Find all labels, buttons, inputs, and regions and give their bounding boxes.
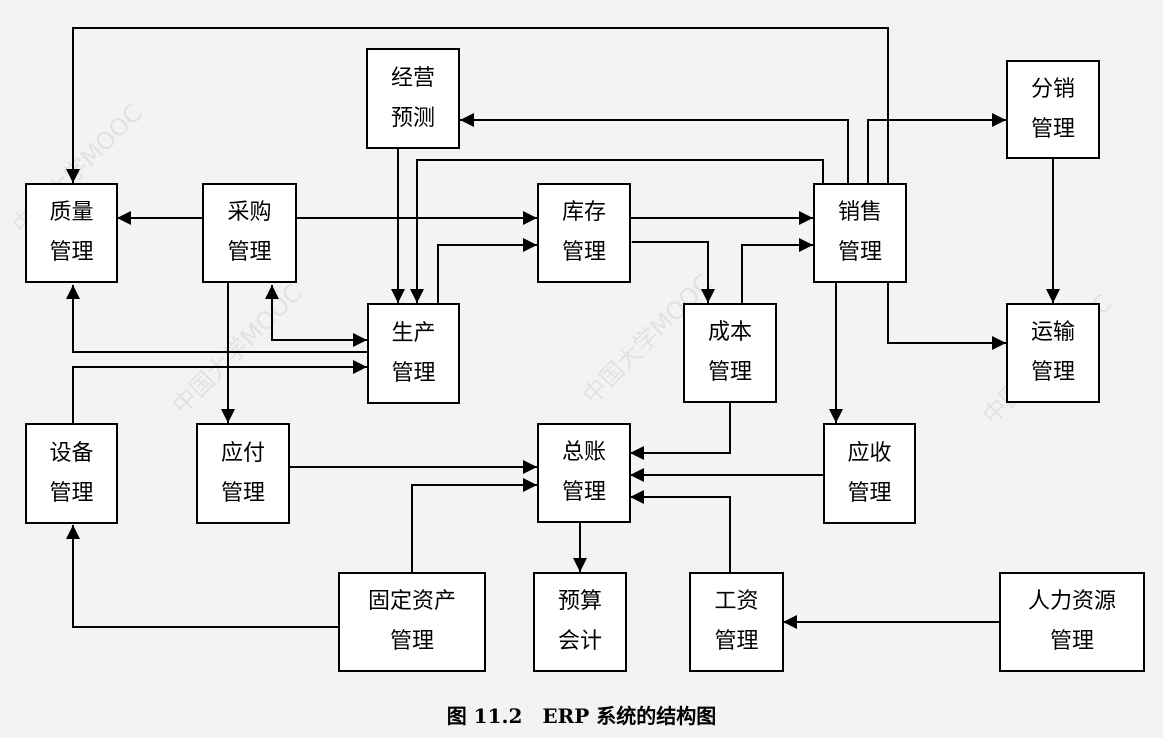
node-receivable: 应收管理 xyxy=(823,423,916,524)
figure-caption: 图 11.2 ERP 系统的结构图 xyxy=(446,704,717,728)
node-fixed-assets: 固定资产管理 xyxy=(338,572,486,672)
node-equipment: 设备管理 xyxy=(25,423,118,524)
edge-payroll-ledger xyxy=(630,490,731,572)
edge-sales-transport xyxy=(887,282,1006,350)
edge-sales-quality xyxy=(66,27,889,183)
node-production: 生产管理 xyxy=(367,303,460,404)
edge-production-quality xyxy=(66,285,367,353)
edge-cost-sales xyxy=(741,238,813,303)
edge-sales-production xyxy=(410,159,824,303)
node-distribution: 分销管理 xyxy=(1006,60,1100,159)
node-hr: 人力资源管理 xyxy=(999,572,1145,672)
edge-inventory-cost xyxy=(618,235,715,303)
node-transport: 运输管理 xyxy=(1006,303,1100,403)
edge-sales-forecast xyxy=(460,113,849,183)
edge-fixedassets-ledger xyxy=(411,478,537,572)
edge-fixedassets-equipment xyxy=(66,525,338,628)
node-quality: 质量管理 xyxy=(25,183,118,283)
node-payable: 应付管理 xyxy=(196,423,290,524)
node-sales: 销售管理 xyxy=(813,183,907,283)
edge-cost-ledger xyxy=(630,402,731,460)
edge-production-inventory xyxy=(437,238,537,303)
edge-sales-distribution xyxy=(867,113,1006,183)
edge-equipment-production xyxy=(72,360,367,423)
node-forecast: 经营预测 xyxy=(366,48,460,149)
node-inventory: 库存管理 xyxy=(537,183,631,283)
node-payroll: 工资管理 xyxy=(689,572,784,672)
node-purchase: 采购管理 xyxy=(202,183,297,283)
node-cost: 成本管理 xyxy=(683,303,777,403)
node-ledger: 总账管理 xyxy=(537,423,631,523)
node-budget: 预算会计 xyxy=(533,572,627,672)
